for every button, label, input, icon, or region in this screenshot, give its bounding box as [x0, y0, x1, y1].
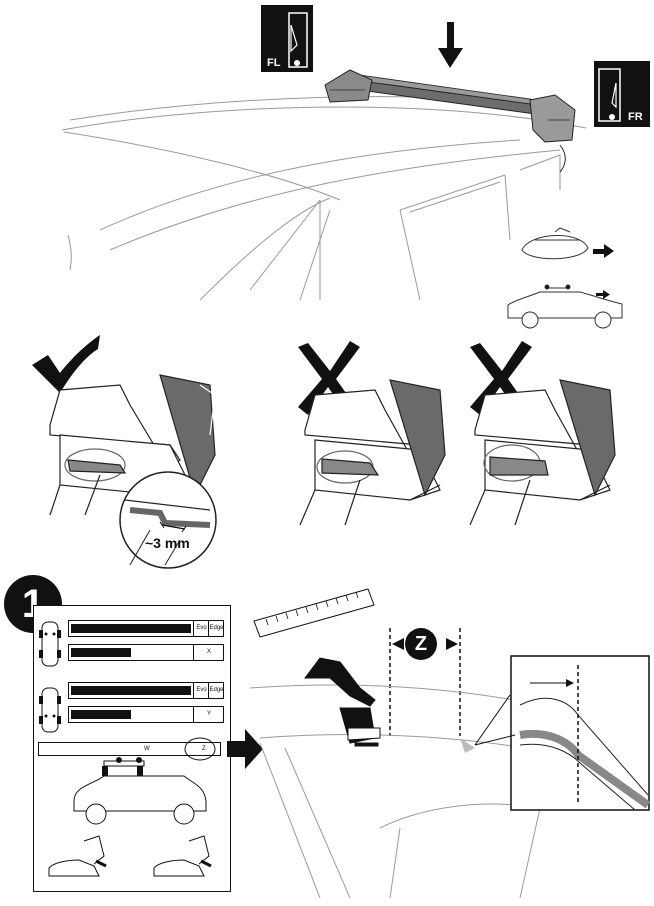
car-top-view-icon [39, 687, 61, 733]
front-right-label: FR [628, 111, 643, 123]
row-tag: Evo [193, 683, 209, 698]
row-tag: Y [193, 707, 224, 722]
z-dimension-badge: Z [405, 628, 437, 660]
measure-row: Y [68, 706, 224, 723]
z-dimension [389, 628, 461, 736]
front-left-badge: FL [261, 5, 313, 72]
fit-check-illustrations [32, 335, 616, 569]
row-tag: X [193, 645, 224, 660]
z-highlight-ellipse [184, 737, 216, 761]
w-label: W [144, 746, 150, 752]
arrow-right-icon [530, 679, 574, 687]
car-side-small [507, 284, 623, 329]
roof-foot [304, 657, 381, 747]
arrow-right-icon [227, 729, 263, 769]
measurement-card: Evo Edge X Evo Edge Y [33, 605, 231, 892]
row-tag: Evo [193, 621, 209, 636]
measure-row: X [68, 644, 224, 661]
left-foot [324, 69, 373, 103]
arrow-right-icon [596, 290, 610, 299]
arrow-down-icon [438, 22, 463, 68]
right-foot [529, 94, 576, 173]
detail-zoom-box [510, 655, 651, 811]
row-tag: Edge [208, 621, 224, 636]
measuring-ruler [253, 588, 375, 638]
zoom-leader-lines [474, 694, 516, 746]
row-tag: Edge [208, 683, 224, 698]
measure-row: Evo Edge [68, 620, 224, 637]
gap-measurement-label: ~3 mm [145, 535, 190, 551]
z-label: Z [202, 746, 206, 752]
bag-illustration [521, 227, 589, 260]
wz-row: W Z [38, 742, 221, 756]
front-right-badge: FR [594, 61, 650, 127]
magnifier-detail [119, 471, 217, 569]
checkmark-icon [32, 335, 100, 393]
top-roof-illustration [61, 22, 623, 329]
arrow-right-icon [593, 244, 614, 258]
car-top-view-icon [39, 621, 61, 667]
front-left-label: FL [267, 57, 281, 69]
car-side-diagram [48, 757, 212, 877]
measure-row: Evo Edge [68, 682, 224, 699]
